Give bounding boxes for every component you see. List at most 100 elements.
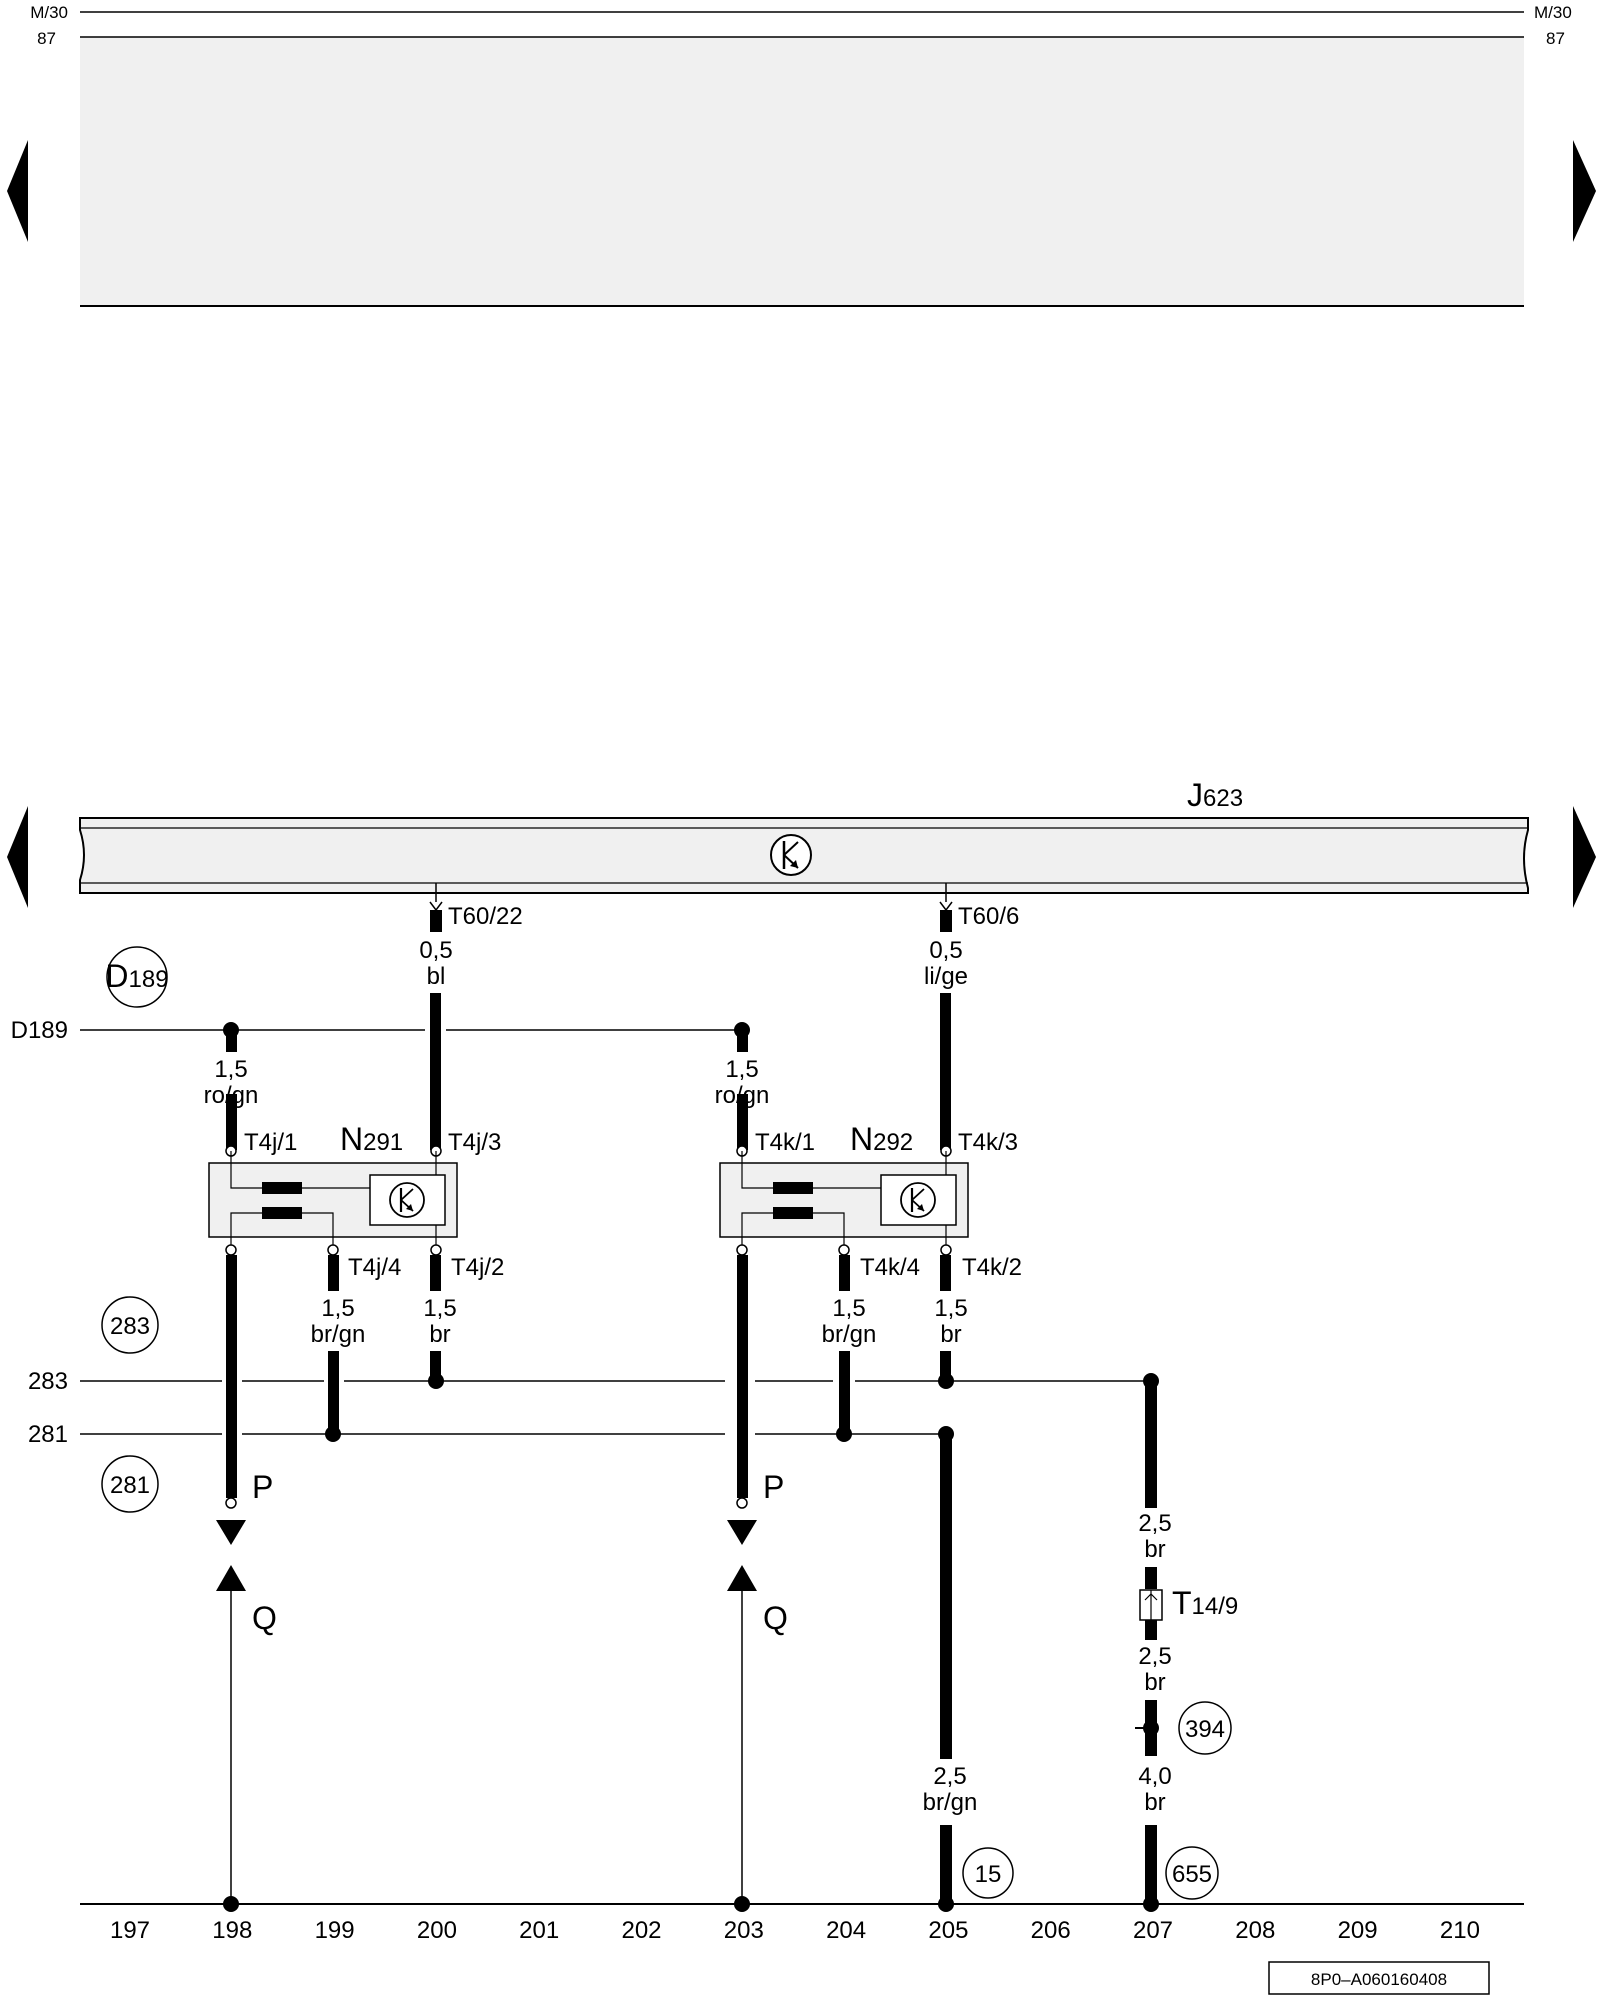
- doc-id-box: 8P0–A060160408: [1268, 1961, 1490, 1995]
- wire-bl-color: bl: [427, 963, 446, 990]
- column-number: 210: [1440, 1917, 1480, 1944]
- v2-p-arrow: [727, 1520, 757, 1545]
- top-right-label-87: 87: [1546, 29, 1565, 48]
- wire-v1-ro-color: ro/gn: [204, 1082, 259, 1109]
- wire-v1-br: [430, 1255, 441, 1291]
- top-shaded-area: [80, 37, 1524, 305]
- bus-d189-circle-label: D189: [105, 958, 168, 994]
- column-number: 206: [1031, 1917, 1071, 1944]
- v2-pin4-label: T4k/4: [860, 1254, 920, 1281]
- ecu-pin-b-label: T60/6: [958, 903, 1019, 930]
- wire-205: [940, 1434, 952, 1759]
- page-next-arrow-top[interactable]: [1573, 140, 1596, 242]
- wire-207-b-size: 2,5: [1138, 1643, 1171, 1670]
- v1-p-arrow: [216, 1520, 246, 1545]
- valve-n292-name: N292: [850, 1121, 913, 1157]
- wire-v1-brgn-size: 1,5: [321, 1295, 354, 1322]
- bus-283-label: 283: [28, 1368, 68, 1395]
- v1-pin2-label: T4j/2: [451, 1254, 504, 1281]
- ecu-pin-a-connector: [429, 901, 443, 932]
- bus-281-circle-label: 281: [110, 1472, 150, 1499]
- column-number: 200: [417, 1917, 457, 1944]
- v2-pin3-label: T4k/3: [958, 1129, 1018, 1156]
- wire-207-b-color: br: [1144, 1669, 1165, 1696]
- column-number: 199: [315, 1917, 355, 1944]
- bus-labels: D189 D189 283 283 281 281: [11, 946, 169, 1513]
- wire-ge-color: li/ge: [924, 963, 968, 990]
- t14-connector-label: T14/9: [1172, 1585, 1238, 1621]
- valve-n291: 1,5 ro/gn T4j/1 T4j/3 N291: [204, 1022, 504, 1912]
- v1-pin4-label: T4j/4: [348, 1254, 401, 1281]
- valve-n291-transistor-icon: [389, 1182, 425, 1218]
- ecu-pin-a-label: T60/22: [448, 903, 523, 930]
- bus-281-label: 281: [28, 1421, 68, 1448]
- wire-ge-size: 0,5: [929, 937, 962, 964]
- ref-circle-15-label: 15: [975, 1861, 1002, 1888]
- wire-v2-br-color: br: [940, 1321, 961, 1348]
- wire-v2-br-gn: [839, 1255, 850, 1291]
- circuit-col-205: 2,5 br/gn 15: [923, 1426, 1014, 1912]
- wire-v2-ro-color: ro/gn: [715, 1082, 770, 1109]
- valve-n291-coil-icon: [262, 1182, 302, 1219]
- valve-n291-name: N291: [340, 1121, 403, 1157]
- v1-p-label: P: [252, 1469, 273, 1505]
- wire-bl-size: 0,5: [419, 937, 452, 964]
- circuit-col-207: 2,5 br T14/9 2,5 br 394 4,0 br 655: [1135, 1373, 1238, 1912]
- column-number: 201: [519, 1917, 559, 1944]
- wire-207-c: [1145, 1825, 1157, 1904]
- ref-circle-655-label: 655: [1172, 1861, 1212, 1888]
- wire-v2-p: [737, 1255, 748, 1498]
- column-number: 208: [1235, 1917, 1275, 1944]
- wire-v2-br-size: 1,5: [934, 1295, 967, 1322]
- column-number: 209: [1338, 1917, 1378, 1944]
- ref-circle-394-label: 394: [1185, 1716, 1225, 1743]
- v2-p-label: P: [763, 1469, 784, 1505]
- wire-v1-br-gn: [328, 1255, 339, 1291]
- valve-n292-coil-icon: [773, 1182, 813, 1219]
- wire-205-size: 2,5: [933, 1763, 966, 1790]
- v1-q-label: Q: [252, 1600, 277, 1636]
- page-prev-arrow-top[interactable]: [7, 140, 28, 242]
- top-left-label-m30: M/30: [30, 3, 68, 22]
- v1-pin3-label: T4j/3: [448, 1129, 501, 1156]
- page-next-arrow-bottom[interactable]: [1573, 806, 1596, 908]
- top-section: M/30 87 M/30 87: [7, 3, 1596, 307]
- v1-pin1-label: T4j/1: [244, 1129, 297, 1156]
- bus-283-circle-label: 283: [110, 1313, 150, 1340]
- column-number: 202: [621, 1917, 661, 1944]
- ecu-j623: J623: [7, 777, 1596, 908]
- wire-v1-br-size: 1,5: [423, 1295, 456, 1322]
- column-number: 207: [1133, 1917, 1173, 1944]
- bus-lines: [80, 1029, 1524, 1905]
- top-left-label-87: 87: [37, 29, 56, 48]
- wire-v2-ro-gn: [737, 1032, 748, 1052]
- v2-pin2-label: T4k/2: [962, 1254, 1022, 1281]
- bus-281-circle: [101, 1455, 159, 1513]
- bus-283-circle: [101, 1296, 159, 1354]
- column-number: 198: [212, 1917, 252, 1944]
- valve-n292-transistor-icon: [900, 1182, 936, 1218]
- wire-v1-p: [226, 1255, 237, 1498]
- wire-207-c-size: 4,0: [1138, 1763, 1171, 1790]
- page-prev-arrow-bottom[interactable]: [7, 806, 28, 908]
- wire-ge: [940, 993, 951, 1150]
- bus-d189-circle: [106, 946, 168, 1008]
- column-number: 203: [724, 1917, 764, 1944]
- ecu-transistor-icon: [770, 834, 812, 876]
- wire-207-a-color: br: [1144, 1536, 1165, 1563]
- v1-q-arrow: [216, 1565, 246, 1591]
- wire-bl: [430, 993, 441, 1150]
- wire-v1-br-color: br: [429, 1321, 450, 1348]
- ecu-name: J623: [1187, 777, 1243, 813]
- wire-v2-brgn-color: br/gn: [822, 1321, 877, 1348]
- column-number: 205: [928, 1917, 968, 1944]
- bus-d189-label: D189: [11, 1017, 68, 1044]
- ref-circle-655: [1165, 1846, 1219, 1900]
- wire-v1-ro-gn: [226, 1032, 237, 1052]
- wire-207-a-size: 2,5: [1138, 1510, 1171, 1537]
- doc-id: 8P0–A060160408: [1311, 1970, 1447, 1989]
- ref-circle-394: [1178, 1701, 1232, 1755]
- v2-q-arrow: [727, 1565, 757, 1591]
